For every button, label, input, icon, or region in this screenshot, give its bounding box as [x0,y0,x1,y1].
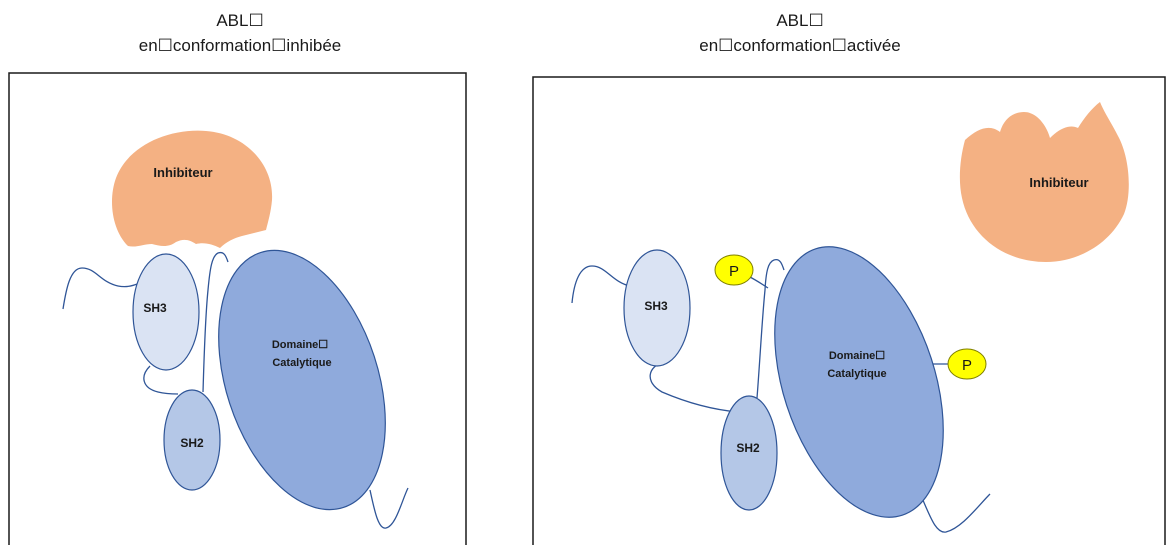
left-sh2-domain [163,389,221,491]
left-c-terminal-tail [369,487,409,529]
right-phospho-group-1 [714,254,754,286]
right-sh3-label: SH3 [644,299,668,313]
left-catalytic-domain [218,249,386,511]
right-phospho-group-2 [947,348,987,380]
right-panel-frame [532,76,1166,545]
right-title-line1: ABL☐ [776,11,824,30]
right-phospho-label-1: P [729,263,739,280]
left-inhibitor-shape [112,130,273,248]
right-title-line2: en☐conformation☐activée [699,36,901,55]
right-linker-sh3-sh2 [649,361,739,413]
right-sh3-domain [623,249,691,367]
right-sh2-domain [720,395,778,511]
left-linker-chain [62,267,141,310]
right-catalytic-label-line1: Domaine☐ [829,350,885,362]
left-sh2-label: SH2 [180,436,204,450]
left-title-line1: ABL☐ [216,11,264,30]
left-title-line2: en☐conformation☐inhibée [138,36,342,55]
right-panel-title: ABL☐ en☐conformation☐activée [620,8,980,58]
right-inhibitor-label: Inhibiteur [1029,175,1088,190]
left-panel-title: ABL☐ en☐conformation☐inhibée [60,8,420,58]
right-diagram-panel: Inhibiteur SH3 SH2 Domaine☐ Catalytique … [532,76,1166,545]
left-linker-sh3-sh2 [143,365,179,395]
left-diagram-panel: Inhibiteur SH3 SH2 Domaine☐ Catalytique [8,72,467,545]
right-sh2-label: SH2 [736,441,760,455]
right-catalytic-domain [774,246,944,518]
left-sh3-domain [132,253,200,371]
left-inhibitor-label: Inhibiteur [153,165,212,180]
left-catalytic-label-line2: Catalytique [272,357,331,369]
left-linker-sh2-kinase [202,251,229,393]
right-catalytic-label-line2: Catalytique [827,368,886,380]
right-phospho-label-2: P [962,357,972,374]
left-sh3-label: SH3 [143,301,167,315]
left-catalytic-label-line1: Domaine☐ [272,339,328,351]
right-c-terminal-tail [921,493,991,533]
right-linker-sh2-kinase [756,258,785,399]
right-inhibitor-shape [959,102,1129,262]
left-panel-frame [8,72,467,545]
